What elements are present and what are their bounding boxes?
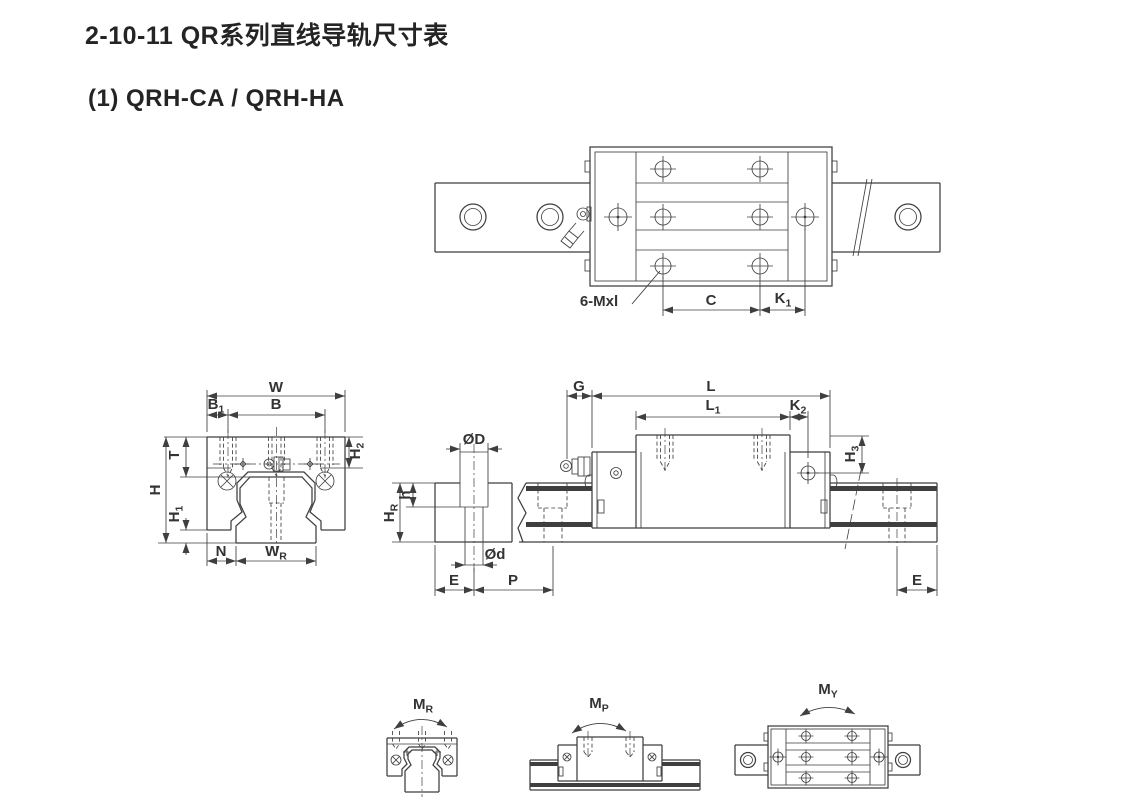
dim-label-h-depth: h — [397, 490, 414, 500]
block-outline — [206, 436, 346, 531]
rail-bolt-hole — [268, 477, 285, 543]
moment-label-mr: MR — [412, 696, 434, 716]
dim-label-p: P — [507, 572, 519, 589]
rail-hole-left — [537, 483, 568, 542]
dim-label-od-small: Ød — [484, 546, 506, 563]
threaded-holes — [219, 437, 334, 477]
grease-nipple-top — [560, 206, 592, 249]
dim-label-l1: L1 — [705, 397, 721, 417]
dim-label-hr: HR — [381, 503, 401, 523]
dim-label-g: G — [573, 378, 585, 395]
side-reference-hole — [797, 462, 819, 484]
grease-nipple-front — [263, 456, 291, 472]
dim-label-e-right: E — [911, 572, 923, 589]
dim-label-h: H — [147, 484, 164, 496]
dim-label-6mxl: 6-Mxl — [579, 293, 619, 310]
dim-label-od: ØD — [462, 431, 486, 448]
dim-label-c: C — [705, 292, 717, 309]
rail-end-block — [434, 482, 513, 543]
my-screw-holes — [769, 728, 888, 786]
moment-mp-drawing — [529, 722, 701, 791]
dim-label-t: T — [166, 450, 183, 460]
dim-label-k1: K1 — [774, 290, 792, 310]
mounting-screw-holes — [650, 156, 773, 279]
end-reference-holes — [604, 203, 819, 231]
dim-label-h3: H3 — [842, 445, 862, 463]
carriage-body — [591, 434, 831, 529]
top-view-drawing — [434, 146, 941, 316]
dim-label-h1: H1 — [166, 505, 186, 523]
rail-profile — [235, 476, 317, 544]
dim-label-w: W — [268, 379, 284, 396]
moment-my-drawing — [734, 706, 921, 789]
dim-label-b: B — [270, 396, 282, 413]
moment-label-my: MY — [818, 681, 838, 701]
dim-label-wr: WR — [265, 543, 287, 563]
dim-label-k2: K2 — [789, 397, 807, 417]
cross-section-drawing — [158, 390, 363, 566]
rail-break — [517, 482, 527, 543]
model-heading: (1) QRH-CA / QRH-HA — [88, 85, 345, 112]
dim-label-h2: H2 — [347, 442, 367, 460]
moment-label-mp: MP — [589, 695, 609, 715]
carriage-top-view — [589, 146, 833, 287]
ball-circuit-marks — [217, 458, 335, 491]
carriage-threaded-holes — [656, 435, 771, 471]
block-channel — [230, 471, 322, 530]
side-view-drawing — [392, 390, 938, 596]
rail-side — [519, 482, 938, 543]
dim-label-e-left: E — [448, 572, 460, 589]
dim-label-l: L — [706, 378, 716, 395]
rail-break-lines — [852, 178, 873, 257]
grease-nipple-side — [560, 456, 591, 477]
page-title: 2-10-11 QR系列直线导轨尺寸表 — [85, 22, 449, 50]
moment-mr-drawing — [386, 718, 458, 797]
dim-label-n: N — [215, 543, 227, 560]
dim-label-b1: B1 — [207, 396, 225, 416]
rail-top-view — [434, 182, 941, 253]
